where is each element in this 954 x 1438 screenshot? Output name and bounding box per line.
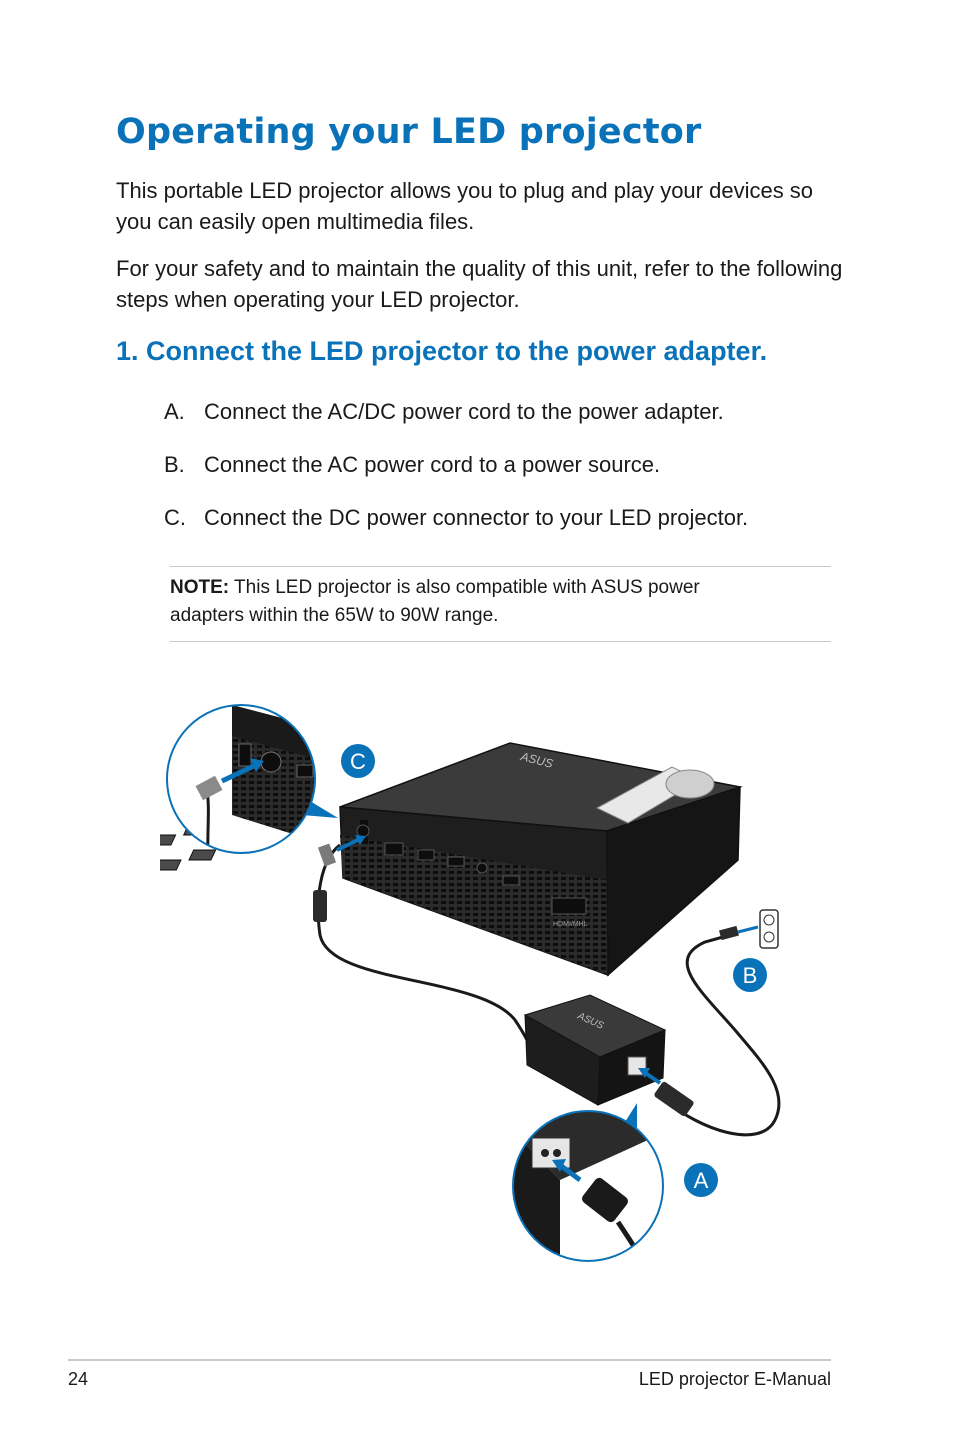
note-text: This LED projector is also compatible wi… (170, 577, 700, 626)
step-text: Connect the AC/DC power cord to the powe… (204, 399, 724, 424)
power-adapter-illustration: ASUS (523, 994, 667, 1106)
intro-paragraph: This portable LED projector allows you t… (116, 178, 814, 234)
cable-ferrite (313, 890, 327, 922)
zoom-circle-c (166, 704, 338, 854)
ac-cable (664, 933, 781, 1137)
step-letter: C. (164, 505, 186, 530)
step-list: A. Connect the AC/DC power cord to the po… (164, 396, 748, 555)
step-item: A. Connect the AC/DC power cord to the po… (164, 396, 748, 449)
callout-letter-b: B (743, 963, 758, 988)
step-text: Connect the AC power cord to a power sou… (204, 452, 661, 477)
callout-letter-a: A (694, 1168, 709, 1193)
page-number: 24 (68, 1369, 89, 1389)
hdmi-port-label: HDMI/MHL (553, 921, 588, 928)
step-text: Connect the DC power connector to your L… (204, 505, 749, 530)
note-label: NOTE: (170, 577, 230, 598)
callout-letter-c: C (350, 749, 366, 774)
note-paragraph: NOTE: This LED projector is also compati… (170, 567, 770, 630)
step-item: C. Connect the DC power connector to your… (164, 502, 748, 555)
step-item: B. Connect the AC power cord to a power s… (164, 449, 748, 502)
projector-illustration: HDMI/MHL ASUS (160, 742, 743, 977)
callout-badge-a: A (684, 1163, 718, 1197)
zoom-circle-a (512, 1103, 664, 1262)
ac-plug (654, 1081, 694, 1117)
document-title: LED projector E-Manual (638, 1369, 831, 1389)
page-title: Operating your LED projector (116, 112, 702, 152)
step-letter: A. (164, 399, 185, 424)
dc-plug (317, 843, 337, 867)
callout-badge-b: B (733, 958, 767, 992)
footer-divider (68, 1359, 831, 1361)
safety-paragraph: For your safety and to maintain the qual… (116, 256, 843, 312)
note-box: NOTE: This LED projector is also compati… (170, 566, 831, 642)
callout-badge-c: C (341, 744, 375, 778)
dc-cable (316, 843, 534, 1053)
connection-illustration: HDMI/MHL ASUS ASUS (160, 704, 781, 1262)
step-letter: B. (164, 452, 185, 477)
step-heading: 1. Connect the LED projector to the powe… (116, 336, 768, 366)
